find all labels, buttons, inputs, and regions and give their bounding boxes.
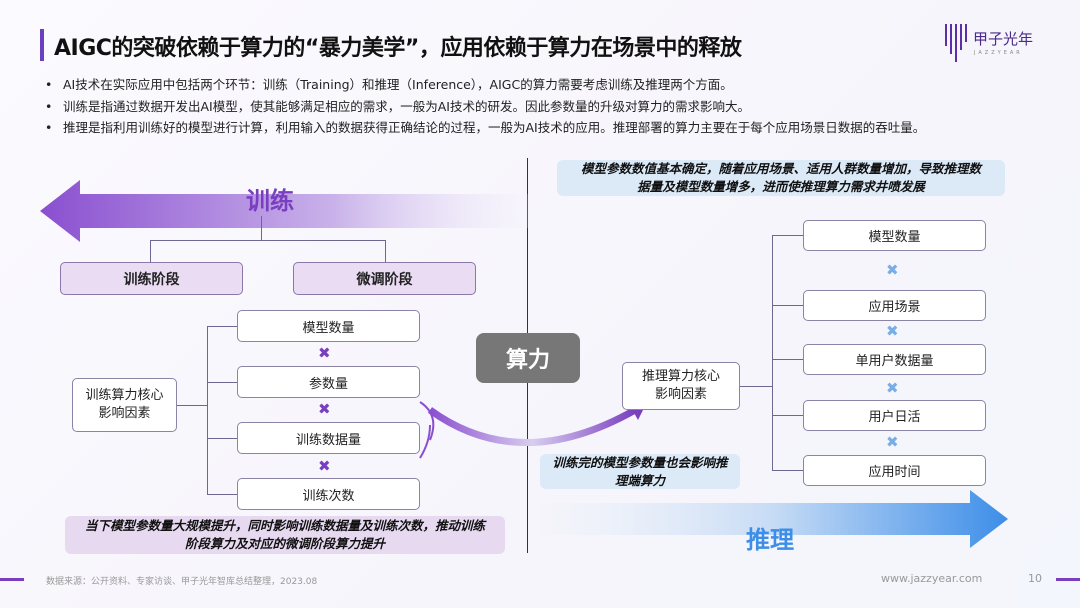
inference-core-box: 推理算力核心影响因素 [622,362,740,410]
connector [177,405,207,406]
multiply-icon: ✖ [886,322,899,340]
training-factor-box: 模型数量 [237,310,420,342]
multiply-icon: ✖ [886,433,899,451]
link-note: 训练完的模型参数量也会影响推理端算力 [540,454,740,489]
page-number: 10 [1028,572,1042,585]
bullet-list: AI技术在实际应用中包括两个环节：训练（Training）和推理（Inferen… [45,74,925,139]
multiply-icon: ✖ [886,261,899,279]
title-accent-bar [40,29,44,61]
logo: 甲子光年 JAZZYEAR [945,24,1045,68]
footer-accent [1056,578,1080,581]
connector [207,382,237,383]
bullet-item: 训练是指通过数据开发出AI模型，使其能够满足相应的需求，一般为AI技术的研发。因… [45,96,925,118]
connector [261,216,262,240]
multiply-icon: ✖ [318,457,331,475]
footer-accent [0,578,24,581]
connector [385,240,386,262]
connector [207,326,237,327]
connector [207,326,208,494]
connector [207,494,237,495]
training-stage-box: 训练阶段 [60,262,243,295]
inference-factor-box: 应用时间 [803,455,986,486]
connector [772,235,803,236]
connector [740,386,772,387]
connector [772,415,803,416]
finetune-stage-box: 微调阶段 [293,262,476,295]
training-factor-box: 训练次数 [237,478,420,510]
data-source: 数据来源：公开资料、专家访谈、甲子光年智库总结整理，2023.08 [46,577,318,587]
connector [772,470,803,471]
logo-subtext: JAZZYEAR [974,50,1023,56]
logo-text: 甲子光年 [973,30,1034,48]
training-label: 训练 [246,187,294,215]
inference-factor-box: 用户日活 [803,400,986,431]
website-link[interactable]: www.jazzyear.com [881,572,983,585]
logo-icon [945,24,967,62]
training-arrow [40,180,530,242]
training-note: 当下模型参数量大规模提升，同时影响训练数据量及训练次数，推动训练阶段算力及对应的… [65,516,505,554]
connector [207,438,237,439]
multiply-icon: ✖ [886,379,899,397]
inference-factor-box: 单用户数据量 [803,344,986,375]
page-title: AIGC的突破依赖于算力的“暴力美学”，应用依赖于算力在场景中的释放 [54,36,742,61]
connector [772,235,773,471]
connector [772,359,803,360]
inference-arrow [540,490,1008,548]
multiply-icon: ✖ [318,344,331,362]
compute-center-box: 算力 [476,333,580,383]
inference-label: 推理 [746,526,794,554]
connector [772,305,803,306]
inference-factor-box: 模型数量 [803,220,986,251]
training-factor-box: 训练数据量 [237,422,420,454]
connector [150,240,151,262]
inference-factor-box: 应用场景 [803,290,986,321]
connector [150,240,386,241]
training-core-box: 训练算力核心影响因素 [72,378,177,432]
inference-top-note: 模型参数数值基本确定，随着应用场景、适用人群数量增加，导致推理数据量及模型数量增… [557,160,1005,196]
bullet-item: AI技术在实际应用中包括两个环节：训练（Training）和推理（Inferen… [45,74,925,96]
multiply-icon: ✖ [318,400,331,418]
bullet-item: 推理是指利用训练好的模型进行计算，利用输入的数据获得正确结论的过程，一般为AI技… [45,117,925,139]
training-factor-box: 参数量 [237,366,420,398]
